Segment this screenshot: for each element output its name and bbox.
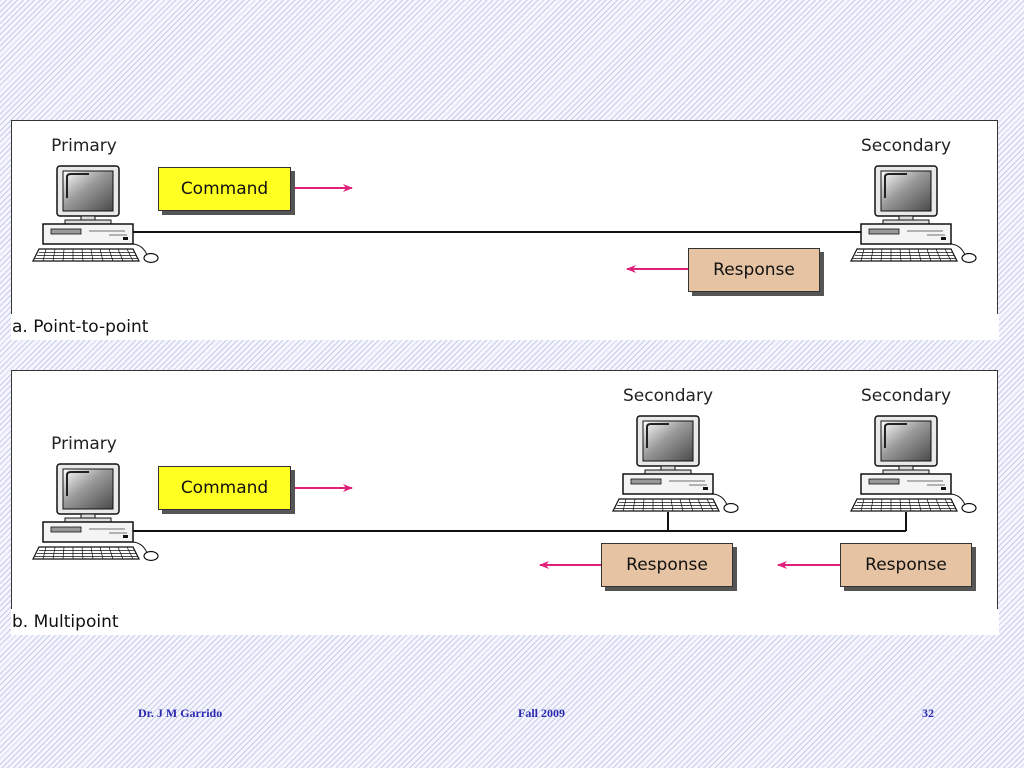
page-number: 32 (922, 706, 934, 720)
multipoint-caption: b. Multipoint (11, 609, 999, 635)
secondary-computer-icon (850, 415, 977, 514)
command-box: Command (158, 466, 291, 510)
point-to-point-caption: a. Point-to-point (11, 314, 999, 340)
command-box: Command (158, 167, 291, 211)
secondary-computer-icon (612, 415, 739, 514)
response-box: Response (601, 543, 733, 587)
response-box: Response (688, 248, 820, 292)
secondary-computer-icon (850, 165, 977, 264)
secondary-2-label: Secondary (860, 386, 952, 406)
response-box: Response (840, 543, 972, 587)
secondary-1-label: Secondary (622, 386, 714, 406)
point-to-point-panel (11, 120, 998, 315)
primary-computer-icon (32, 165, 159, 264)
footer-author: Dr. J M Garrido (138, 706, 223, 720)
primary-label: Primary (51, 136, 117, 156)
primary-label: Primary (51, 434, 117, 454)
primary-computer-icon (32, 463, 159, 562)
secondary-label: Secondary (860, 136, 952, 156)
footer-term: Fall 2009 (518, 706, 565, 720)
